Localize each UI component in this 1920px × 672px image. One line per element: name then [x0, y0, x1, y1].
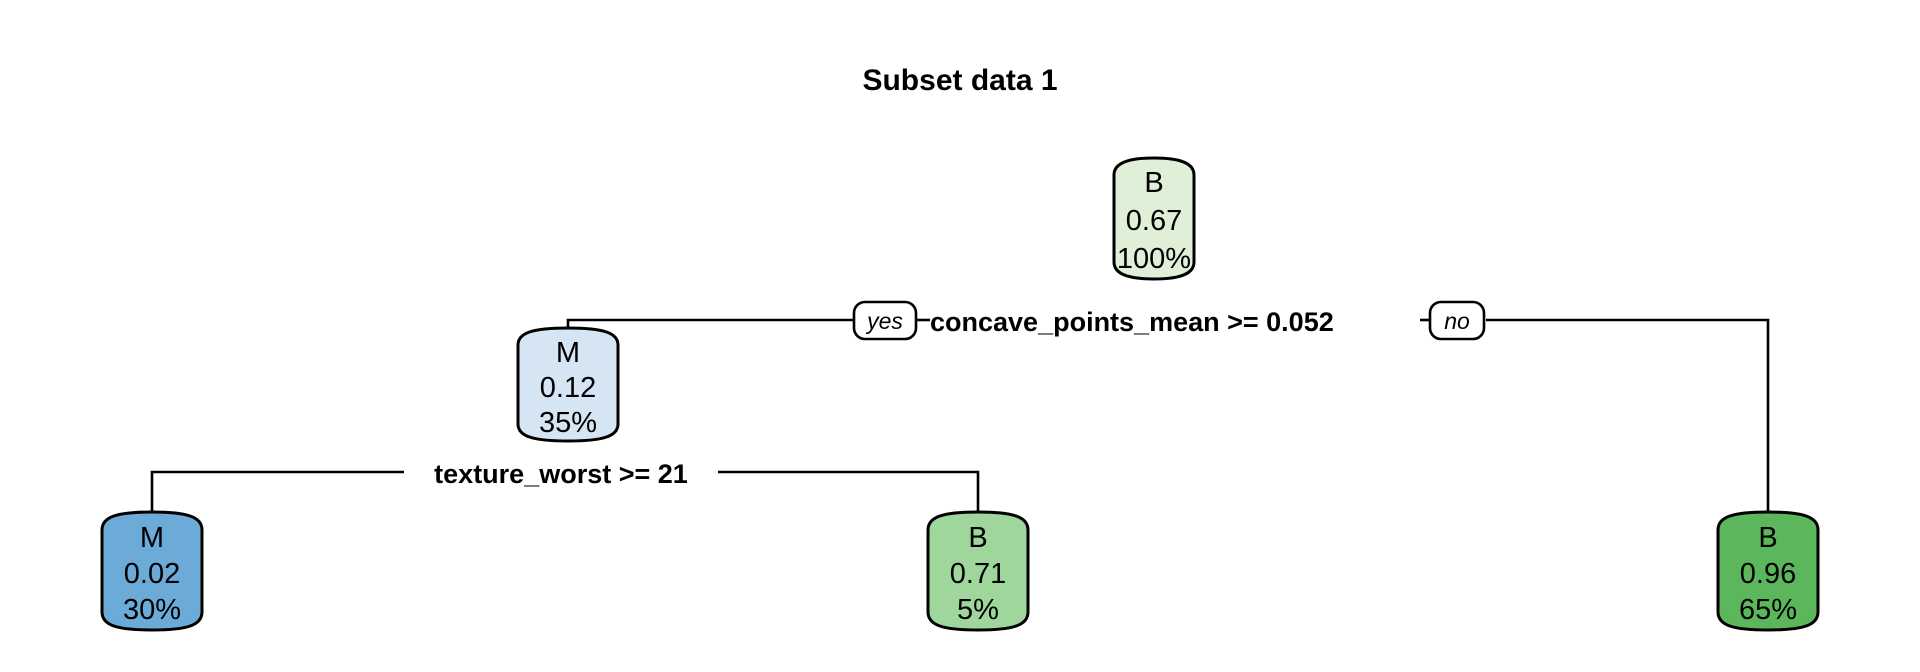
tree-leaf-2[interactable]: B 0.71 5%	[926, 510, 1030, 632]
split-label-concave-points-mean: yes concave_points_mean >= 0.052 no	[852, 300, 1486, 341]
split-condition-1: concave_points_mean >= 0.052	[930, 307, 1334, 337]
branch-badge-yes-label: yes	[865, 308, 903, 334]
leaf-percent-3: 65%	[1739, 594, 1797, 626]
leaf-percent-2: 5%	[957, 594, 999, 626]
edge-split1-yes	[566, 318, 858, 330]
edge-split1-no	[1486, 318, 1770, 512]
leaf-probability-1: 0.02	[124, 558, 180, 590]
branch-badge-yes[interactable]: yes	[852, 300, 918, 341]
node-shape-root	[1112, 156, 1196, 281]
node-percent-root: 100%	[1117, 243, 1191, 275]
branch-badge-no-shape	[1428, 300, 1486, 341]
split-condition-2: texture_worst >= 21	[434, 459, 688, 489]
edge-split2-no	[718, 470, 980, 512]
page-title: Subset data 1	[862, 64, 1057, 97]
edge-split2-yes	[150, 470, 404, 512]
branch-badge-no[interactable]: no	[1428, 300, 1486, 341]
leaf-class-2: B	[968, 522, 987, 554]
leaf-probability-3: 0.96	[1740, 558, 1796, 590]
node-probability-n2: 0.12	[540, 372, 596, 404]
leaf-shape-3	[1716, 510, 1820, 632]
branch-badge-no-label: no	[1444, 308, 1470, 334]
tree-node-n2[interactable]: M 0.12 35%	[516, 326, 620, 443]
node-shape-n2	[516, 326, 620, 443]
tree-node-root[interactable]: B 0.67 100%	[1112, 156, 1196, 281]
tree-leaf-3[interactable]: B 0.96 65%	[1716, 510, 1820, 632]
tree-leaf-1[interactable]: M 0.02 30%	[100, 510, 204, 632]
node-class-n2: M	[556, 337, 580, 369]
leaf-shape-1	[100, 510, 204, 632]
leaf-probability-2: 0.71	[950, 558, 1006, 590]
leaf-class-3: B	[1758, 522, 1777, 554]
split-label-texture-worst: texture_worst >= 21	[434, 459, 688, 489]
node-class-root: B	[1144, 167, 1163, 199]
node-percent-n2: 35%	[539, 407, 597, 439]
leaf-percent-1: 30%	[123, 594, 181, 626]
node-probability-root: 0.67	[1126, 205, 1182, 237]
leaf-shape-2	[926, 510, 1030, 632]
leaf-class-1: M	[140, 522, 164, 554]
